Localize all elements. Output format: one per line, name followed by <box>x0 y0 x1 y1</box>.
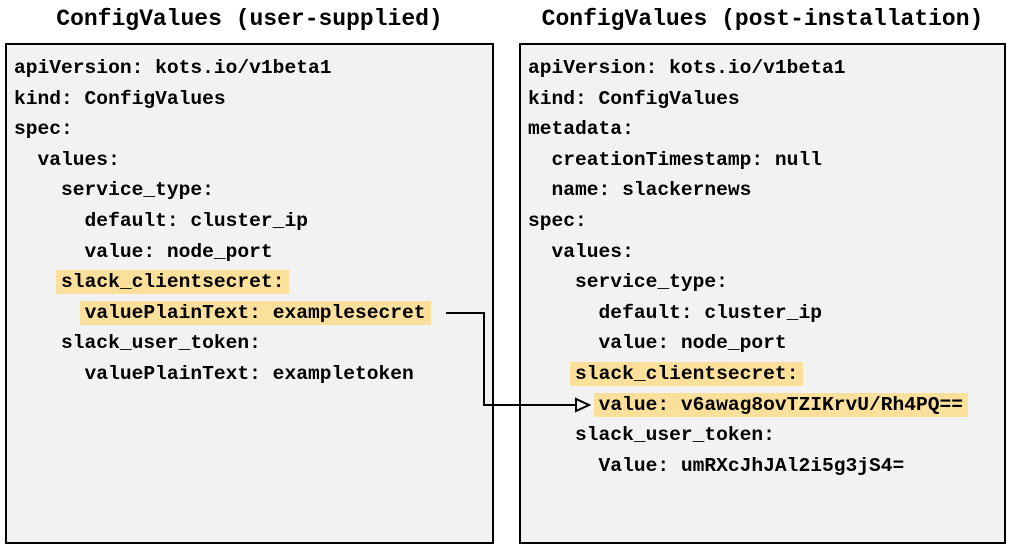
code-line: slack_user_token: <box>14 332 261 355</box>
code-line: default: cluster_ip <box>14 209 308 232</box>
code-line: spec: <box>14 118 73 141</box>
code-line: value: node_port <box>528 332 787 355</box>
code-line: default: cluster_ip <box>528 301 822 324</box>
highlighted-text: slack_clientsecret: <box>56 270 290 295</box>
highlighted-text: valuePlainText: examplesecret <box>79 300 431 325</box>
left-panel-box: apiVersion: kots.io/v1beta1 kind: ConfigV… <box>5 43 494 544</box>
code-line: apiVersion: kots.io/v1beta1 <box>14 57 332 79</box>
code-line: apiVersion: kots.io/v1beta1 <box>528 57 846 79</box>
code-line: value: v6awag8ovTZIKrvU/Rh4PQ== <box>528 390 1004 421</box>
code-line: slack_user_token: <box>528 424 775 447</box>
code-line: value: node_port <box>14 240 273 263</box>
code-line: values: <box>14 148 120 171</box>
left-panel-code: apiVersion: kots.io/v1beta1 kind: ConfigV… <box>7 45 492 390</box>
code-line: spec: <box>528 209 587 232</box>
code-line: slack_clientsecret: <box>14 267 492 298</box>
code-line: slack_clientsecret: <box>528 359 1004 390</box>
code-line: Value: umRXcJhJAl2i5g3jS4= <box>528 454 905 477</box>
left-panel-title: ConfigValues (user-supplied) <box>56 6 443 32</box>
code-line: metadata: <box>528 118 634 141</box>
highlighted-text: slack_clientsecret: <box>570 361 804 386</box>
code-line: name: slackernews <box>528 179 752 202</box>
highlighted-text: value: v6awag8ovTZIKrvU/Rh4PQ== <box>593 392 969 417</box>
right-panel-code: apiVersion: kots.io/v1beta1 kind: ConfigV… <box>521 45 1004 481</box>
code-line: valuePlainText: examplesecret <box>14 298 492 329</box>
code-line: values: <box>528 240 634 263</box>
code-line: service_type: <box>528 271 728 294</box>
code-line: creationTimestamp: null <box>528 148 822 171</box>
right-panel-box: apiVersion: kots.io/v1beta1 kind: ConfigV… <box>519 43 1006 544</box>
code-line: kind: ConfigValues <box>14 87 226 110</box>
code-line: kind: ConfigValues <box>528 87 740 110</box>
right-panel-title: ConfigValues (post-installation) <box>541 6 984 32</box>
code-line: valuePlainText: exampletoken <box>14 362 414 385</box>
code-line: service_type: <box>14 179 214 202</box>
